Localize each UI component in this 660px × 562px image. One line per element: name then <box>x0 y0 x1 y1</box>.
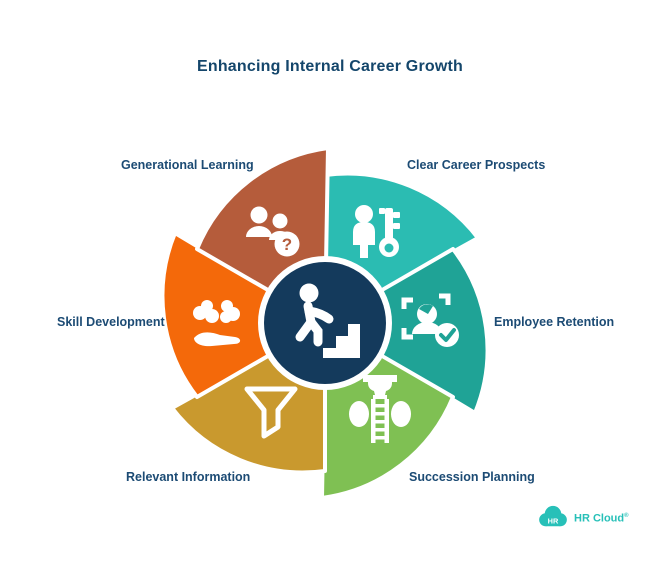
person-key-icon <box>353 205 400 258</box>
segment-label-skill-development: Skill Development <box>57 315 165 329</box>
segment-label-succession-planning: Succession Planning <box>409 470 535 484</box>
cloud-icon: HR <box>539 506 567 527</box>
brain-in-hand-icon <box>193 300 241 347</box>
person-focus-check-icon <box>401 293 459 347</box>
logo-trademark: ® <box>624 513 629 519</box>
person-climbing-stairs-icon <box>295 283 360 358</box>
logo-name: HR Cloud <box>574 512 625 525</box>
segment-label-employee-retention: Employee Retention <box>494 315 615 329</box>
question-glyph: ? <box>282 235 292 254</box>
logo-text: HR Cloud® <box>574 505 629 530</box>
segment-label-generational-learning: Generational Learning <box>121 158 254 172</box>
segment-label-clear-career-prospects: Clear Career Prospects <box>407 158 546 172</box>
segment-label-relevant-information: Relevant Information <box>126 470 251 484</box>
trophy-ladder-icon <box>349 375 411 443</box>
logo-badge-text: HR <box>548 517 559 526</box>
center-circle <box>258 256 392 390</box>
blade-skill-development <box>160 231 327 399</box>
people-question-icon: ? <box>246 206 300 257</box>
hrcloud-logo: HR HR Cloud® <box>537 505 629 530</box>
funnel-icon <box>244 386 298 439</box>
page-title: Enhancing Internal Career Growth <box>196 58 463 75</box>
